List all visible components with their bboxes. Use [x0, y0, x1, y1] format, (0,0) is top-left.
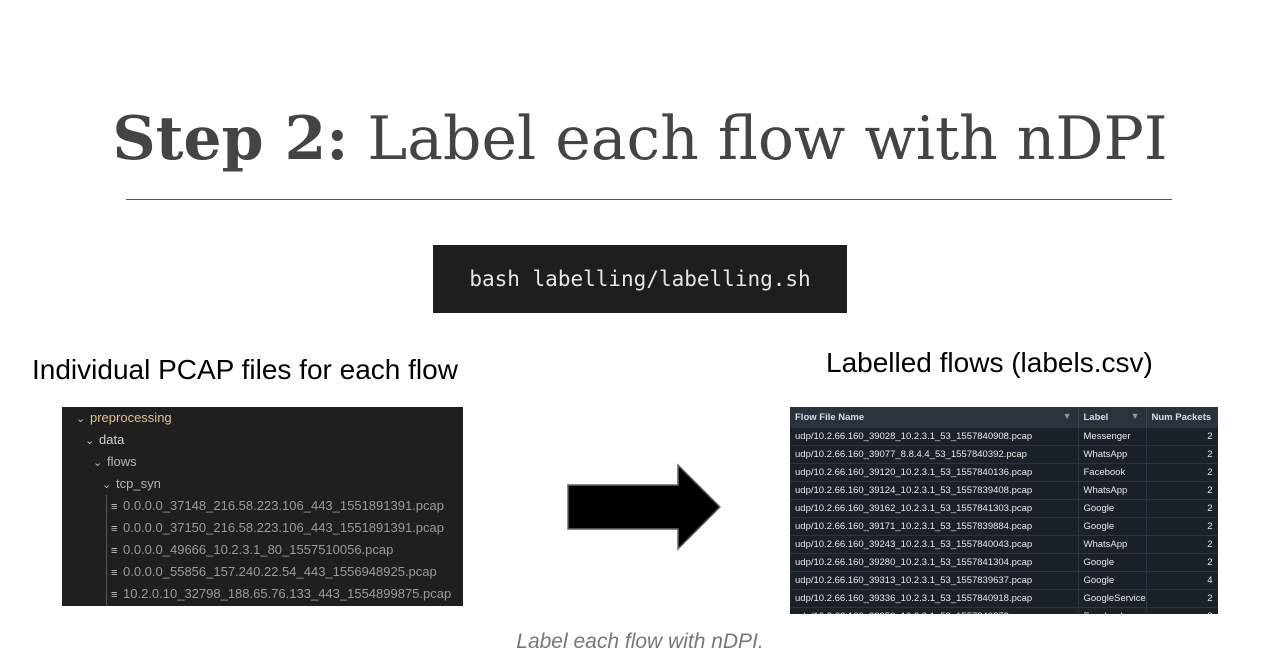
slide-title: Step 2: Label each flow with nDPI: [0, 104, 1280, 174]
cell-num-packets: 2: [1146, 607, 1218, 614]
table-row[interactable]: udp/10.2.66.160_39171_10.2.3.1_53_155783…: [790, 517, 1218, 536]
tree-file[interactable]: ≡ 0.0.0.0_49666_10.2.3.1_80_1557510056.pc…: [62, 539, 463, 561]
cell-label: WhatsApp: [1078, 535, 1147, 554]
title-text: Label each flow with nDPI: [348, 104, 1168, 174]
folder-label: tcp_syn: [116, 476, 161, 491]
cell-flow-file-name: udp/10.2.66.160_39124_10.2.3.1_53_155783…: [790, 481, 1079, 500]
arrow-shape: [567, 463, 722, 551]
table-row[interactable]: udp/10.2.66.160_39028_10.2.3.1_53_155784…: [790, 427, 1218, 446]
tree-file[interactable]: ≡ 0.0.0.0_55856_157.240.22.54_443_1556948…: [62, 561, 463, 583]
labels-csv-table: Flow File Name ▼ Label ▼ Num Packets udp/1…: [790, 407, 1218, 614]
column-header-label: Label: [1083, 411, 1109, 423]
file-label: 0.0.0.0_37150_216.58.223.106_443_1551891…: [123, 520, 444, 535]
chevron-down-icon: ⌄: [102, 479, 112, 491]
table-header-row: Flow File Name ▼ Label ▼ Num Packets: [790, 407, 1218, 428]
folder-label: preprocessing: [90, 410, 172, 425]
cell-num-packets: 2: [1146, 535, 1218, 554]
cell-flow-file-name: udp/10.2.66.160_39350_10.2.3.1_53_155784…: [790, 607, 1079, 614]
table-row[interactable]: udp/10.2.66.160_39077_8.8.4.4_53_1557840…: [790, 445, 1218, 464]
table-row[interactable]: udp/10.2.66.160_39243_10.2.3.1_53_155784…: [790, 535, 1218, 554]
cell-flow-file-name: udp/10.2.66.160_39028_10.2.3.1_53_155784…: [790, 427, 1079, 446]
cell-label: Google: [1078, 553, 1147, 572]
cell-label: WhatsApp: [1078, 481, 1147, 500]
cell-num-packets: 2: [1146, 499, 1218, 518]
file-lines-icon: ≡: [111, 501, 118, 513]
table-row[interactable]: udp/10.2.66.160_39350_10.2.3.1_53_155784…: [790, 607, 1218, 614]
title-step: Step 2:: [112, 104, 349, 174]
folder-label: flows: [107, 454, 137, 469]
table-row[interactable]: udp/10.2.66.160_39280_10.2.3.1_53_155784…: [790, 553, 1218, 572]
cell-num-packets: 2: [1146, 427, 1218, 446]
tree-indent-guide: [106, 495, 107, 606]
cell-num-packets: 2: [1146, 463, 1218, 482]
cell-label: Google: [1078, 517, 1147, 536]
cell-flow-file-name: udp/10.2.66.160_39162_10.2.3.1_53_155784…: [790, 499, 1079, 518]
cell-flow-file-name: udp/10.2.66.160_39077_8.8.4.4_53_1557840…: [790, 445, 1079, 464]
cell-flow-file-name: udp/10.2.66.160_39171_10.2.3.1_53_155783…: [790, 517, 1079, 536]
right-caption: Labelled flows (labels.csv): [826, 347, 1153, 378]
column-header-label[interactable]: Label ▼: [1078, 407, 1147, 428]
column-header-flow-file-name[interactable]: Flow File Name ▼: [790, 407, 1079, 428]
cell-num-packets: 2: [1146, 481, 1218, 500]
table-row[interactable]: udp/10.2.66.160_39120_10.2.3.1_53_155784…: [790, 463, 1218, 482]
cell-flow-file-name: udp/10.2.66.160_39243_10.2.3.1_53_155784…: [790, 535, 1079, 554]
figure-caption: Label each flow with nDPI.: [516, 630, 764, 653]
cell-flow-file-name: udp/10.2.66.160_39280_10.2.3.1_53_155784…: [790, 553, 1079, 572]
chevron-down-icon: ⌄: [93, 457, 103, 469]
cell-flow-file-name: udp/10.2.66.160_39313_10.2.3.1_53_155783…: [790, 571, 1079, 590]
cell-label: Facebook: [1078, 463, 1147, 482]
file-lines-icon: ≡: [111, 567, 118, 579]
cell-label: Messenger: [1078, 427, 1147, 446]
table-row[interactable]: udp/10.2.66.160_39162_10.2.3.1_53_155784…: [790, 499, 1218, 518]
folder-label: data: [99, 432, 125, 447]
table-row[interactable]: udp/10.2.66.160_39313_10.2.3.1_53_155783…: [790, 571, 1218, 590]
tree-folder-flows[interactable]: ⌄ flows: [62, 451, 463, 473]
file-lines-icon: ≡: [111, 589, 118, 601]
column-header-label: Num Packets: [1151, 411, 1212, 423]
filter-icon[interactable]: ▼: [1130, 411, 1140, 421]
chevron-down-icon: ⌄: [85, 435, 95, 447]
table-row[interactable]: udp/10.2.66.160_39124_10.2.3.1_53_155783…: [790, 481, 1218, 500]
file-label: 0.0.0.0_37148_216.58.223.106_443_1551891…: [123, 498, 444, 513]
column-header-label: Flow File Name: [795, 411, 865, 423]
filter-icon[interactable]: ▼: [1062, 411, 1072, 421]
file-label: 10.2.0.10_32798_188.65.76.133_443_155489…: [123, 586, 452, 601]
cell-num-packets: 2: [1146, 553, 1218, 572]
title-divider: [126, 199, 1172, 200]
tree-file[interactable]: ≡ 0.0.0.0_37150_216.58.223.106_443_155189…: [62, 517, 463, 539]
command-code-block: bash labelling/labelling.sh: [433, 245, 847, 313]
cell-num-packets: 4: [1146, 571, 1218, 590]
table-row[interactable]: udp/10.2.66.160_39336_10.2.3.1_53_155784…: [790, 589, 1218, 608]
tree-folder-data[interactable]: ⌄ data: [62, 429, 463, 451]
file-explorer: ⌄ preprocessing ⌄ data ⌄ flows ⌄ tcp_syn ≡ 0.…: [62, 407, 463, 606]
chevron-down-icon: ⌄: [76, 413, 86, 425]
cell-label: Facebook: [1078, 607, 1147, 614]
cell-flow-file-name: udp/10.2.66.160_39336_10.2.3.1_53_155784…: [790, 589, 1079, 608]
left-caption: Individual PCAP files for each flow: [32, 354, 458, 385]
right-arrow-icon: [567, 463, 722, 551]
file-lines-icon: ≡: [111, 523, 118, 535]
cell-label: Google: [1078, 499, 1147, 518]
cell-flow-file-name: udp/10.2.66.160_39120_10.2.3.1_53_155784…: [790, 463, 1079, 482]
cell-label: Google: [1078, 571, 1147, 590]
tree-folder-tcp-syn[interactable]: ⌄ tcp_syn: [62, 473, 463, 495]
tree-file[interactable]: ≡ 0.0.0.0_37148_216.58.223.106_443_155189…: [62, 495, 463, 517]
cell-num-packets: 2: [1146, 445, 1218, 464]
tree-file[interactable]: ≡ 10.2.0.10_32798_188.65.76.133_443_15548…: [62, 583, 463, 605]
cell-num-packets: 2: [1146, 589, 1218, 608]
file-label: 0.0.0.0_49666_10.2.3.1_80_1557510056.pca…: [123, 542, 394, 557]
column-header-num-packets[interactable]: Num Packets: [1146, 407, 1218, 428]
file-label: 0.0.0.0_55856_157.240.22.54_443_15569489…: [123, 564, 437, 579]
file-lines-icon: ≡: [111, 545, 118, 557]
cell-label: GoogleServices: [1078, 589, 1147, 608]
cell-label: WhatsApp: [1078, 445, 1147, 464]
cell-num-packets: 2: [1146, 517, 1218, 536]
tree-folder-preprocessing[interactable]: ⌄ preprocessing: [62, 407, 463, 429]
